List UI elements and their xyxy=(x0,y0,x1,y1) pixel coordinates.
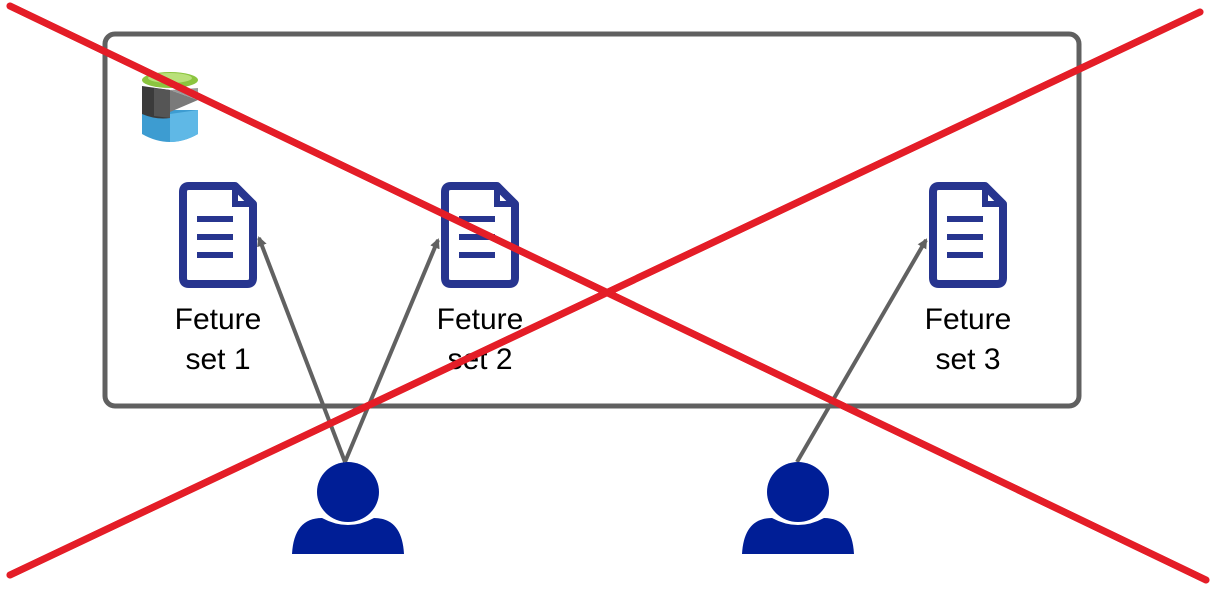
feature-set-2-line2: set 2 xyxy=(447,343,513,376)
user-icon xyxy=(742,462,854,554)
feature-set-3-label: Feture set 3 xyxy=(898,300,1038,380)
feature-set-2-line1: Feture xyxy=(436,303,524,336)
user-icon xyxy=(292,462,404,554)
feature-set-3-line2: set 3 xyxy=(935,343,1001,376)
feature-set-1-line2: set 1 xyxy=(185,343,251,376)
feature-set-2-label: Feture set 2 xyxy=(410,300,550,380)
feature-set-1-label: Feture set 1 xyxy=(148,300,288,380)
feature-set-3-line1: Feture xyxy=(924,303,1012,336)
feature-set-1-line1: Feture xyxy=(174,303,262,336)
document-icon xyxy=(179,182,257,288)
document-icon xyxy=(929,182,1007,288)
